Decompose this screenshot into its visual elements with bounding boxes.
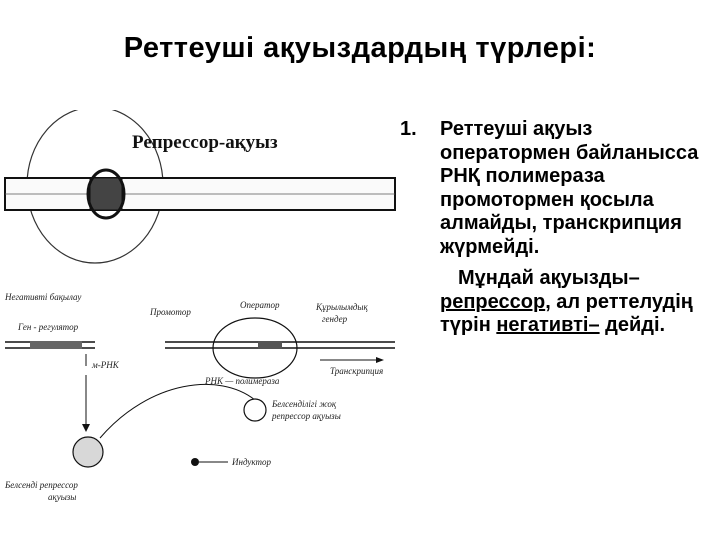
label-negative-control: Негативті бақылау	[4, 292, 81, 302]
list-item-text: Реттеуші ақуыз оператормен байланысса РН…	[440, 118, 699, 258]
label-inactive-repressor-1: Белсенділігі жоқ	[271, 399, 337, 409]
label-promoter: Промотор	[149, 307, 191, 317]
list-item-1: 1. Реттеуші ақуыз оператормен байланысса…	[400, 118, 715, 259]
inducer-binding-curve	[99, 383, 256, 439]
inactive-repressor-ball	[243, 398, 267, 422]
repressor-diagram: Репрессор-ақуыз Негативті бақылау Ген - …	[0, 110, 400, 520]
term-negative: негативті–	[496, 314, 600, 336]
definition-paragraph: Мұндай ақуызды– репрессор, ал реттелудің…	[400, 267, 715, 338]
list-number: 1.	[400, 118, 417, 140]
label-mrna: м-РНК	[91, 360, 120, 370]
operator-site	[258, 341, 282, 349]
explanation-text: 1. Реттеуші ақуыз оператормен байланысса…	[400, 118, 715, 338]
lower-panel: Негативті бақылау Ген - регулятор м-РНК …	[4, 292, 395, 502]
label-structural-genes-2: гендер	[322, 314, 348, 324]
transcription-arrow-head	[376, 357, 384, 363]
para-end: дейді.	[599, 314, 666, 336]
inducer-dot	[191, 458, 199, 466]
label-inactive-repressor-2: репрессор ақуызы	[271, 411, 341, 421]
repressor-diagram-svg: Репрессор-ақуыз Негативті бақылау Ген - …	[4, 110, 396, 502]
slide-title: Реттеуші ақуыздардың түрлері:	[123, 32, 597, 64]
operator-region	[89, 177, 123, 211]
label-active-repressor-1: Белсенді репрессор	[4, 480, 78, 490]
para-mid: , ал реттелудің түрін	[440, 290, 693, 337]
repressor-protein-upper	[86, 168, 126, 220]
label-inducer: Индуктор	[231, 457, 271, 467]
term-repressor: репрессор	[440, 290, 546, 313]
upper-panel: Репрессор-ақуыз	[4, 110, 396, 264]
label-rna-polymerase: РНК — полимераза	[204, 376, 280, 386]
regulator-gene-block	[30, 341, 82, 349]
arrow-head-active	[82, 424, 90, 432]
label-structural-genes-1: Құрылымдық	[315, 302, 368, 312]
label-regulator-gene: Ген - регулятор	[17, 322, 79, 332]
label-transcription: Транскрипция	[330, 366, 383, 376]
label-repressor-protein: Репрессор-ақуыз	[132, 132, 278, 153]
active-repressor-ball	[72, 436, 104, 468]
label-operator: Оператор	[240, 300, 280, 310]
label-active-repressor-2: ақуызы	[48, 492, 76, 502]
para-start: Мұндай ақуызды–	[458, 267, 640, 289]
